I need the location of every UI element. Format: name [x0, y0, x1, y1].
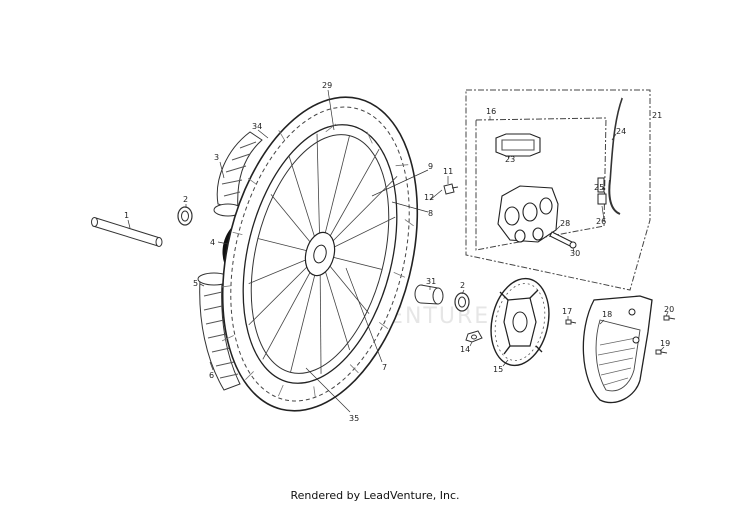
bolt-20[interactable]	[663, 315, 676, 321]
part-labels: 1 2 3 4 5 6 7 8 9 11 12 14 15 16 17 18 1…	[124, 81, 674, 423]
label-1: 1	[124, 211, 129, 220]
label-7: 7	[382, 363, 387, 372]
label-28: 28	[560, 219, 570, 228]
label-5: 5	[193, 279, 198, 288]
footer-credit: Rendered by LeadVenture, Inc.	[290, 489, 460, 502]
label-21: 21	[652, 111, 662, 120]
hub-collar[interactable]	[414, 284, 444, 305]
bleeder-valve[interactable]	[597, 177, 607, 205]
label-8: 8	[428, 209, 433, 218]
bolt-17[interactable]	[565, 319, 577, 325]
leader-lines	[127, 89, 669, 413]
axle[interactable]	[91, 217, 163, 247]
label-25: 25	[594, 183, 604, 192]
label-12: 12	[424, 193, 434, 202]
label-24: 24	[616, 127, 626, 136]
label-34: 34	[252, 122, 262, 131]
label-2-left: 2	[183, 195, 188, 204]
label-19: 19	[660, 339, 670, 348]
label-15: 15	[493, 365, 503, 374]
label-29: 29	[322, 81, 332, 90]
label-18: 18	[602, 310, 612, 319]
spacer-left[interactable]	[177, 206, 193, 226]
label-31: 31	[426, 277, 436, 286]
label-14: 14	[460, 345, 470, 354]
caliper-bolt[interactable]	[549, 231, 577, 249]
label-6: 6	[209, 371, 214, 380]
brake-disc[interactable]	[483, 273, 556, 371]
nut-14[interactable]	[465, 330, 483, 343]
label-2-right: 2	[460, 281, 465, 290]
label-23: 23	[505, 155, 515, 164]
label-11: 11	[443, 167, 453, 176]
label-4: 4	[210, 238, 215, 247]
label-26: 26	[596, 217, 606, 226]
brake-caliper[interactable]	[497, 185, 559, 243]
label-20: 20	[664, 305, 674, 314]
brake-hose[interactable]	[608, 97, 623, 215]
spacer-right[interactable]	[454, 292, 470, 312]
brake-pad[interactable]	[495, 133, 541, 157]
tire-section-bottom[interactable]	[197, 272, 241, 391]
caliper-assembly-frame	[465, 89, 651, 291]
bolt-12[interactable]	[443, 183, 459, 195]
disc-guard[interactable]	[582, 295, 653, 404]
label-16: 16	[486, 107, 496, 116]
front-wheel[interactable]	[192, 76, 448, 431]
label-9: 9	[428, 162, 433, 171]
bolt-19[interactable]	[655, 349, 668, 355]
label-30: 30	[570, 249, 580, 258]
label-35: 35	[349, 414, 359, 423]
label-17: 17	[562, 307, 572, 316]
label-3: 3	[214, 153, 219, 162]
